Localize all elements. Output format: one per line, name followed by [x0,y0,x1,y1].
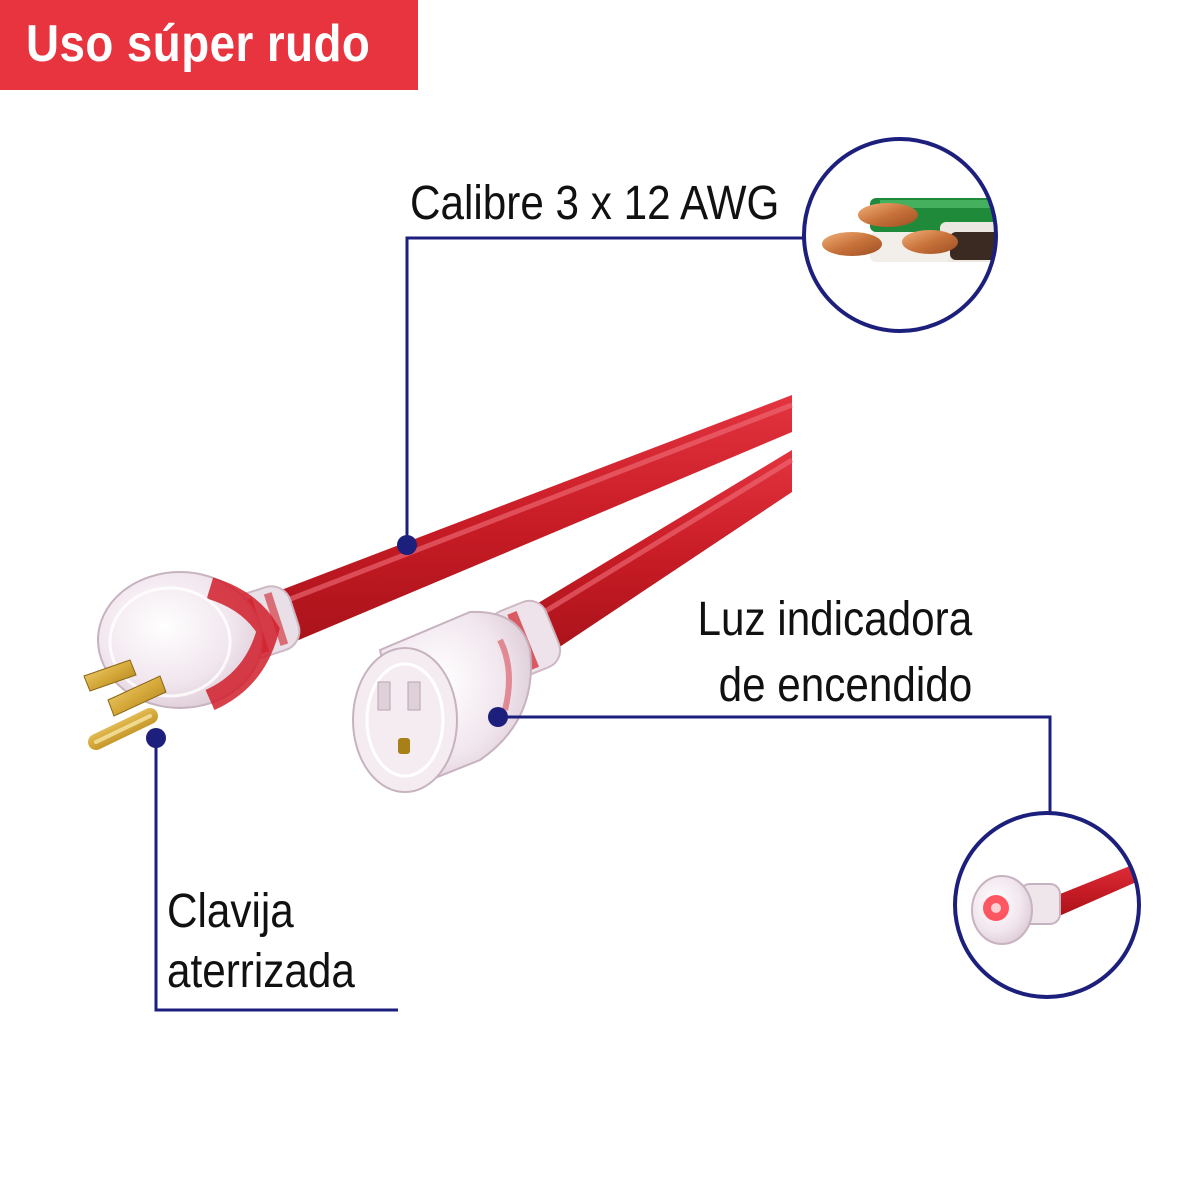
indicator-label-line2: de encendido [718,659,972,712]
gauge-leader-line [405,236,803,545]
badge-label: Uso súper rudo [26,15,371,73]
heavy-duty-badge: Uso súper rudo [0,0,418,90]
indicator-marker-dot [488,707,508,727]
wire-gauge-inset [802,137,998,333]
gauge-label: Calibre 3 x 12 AWG [410,177,780,230]
plug-prongs [83,659,167,750]
plug-marker-dot [146,728,166,748]
gauge-marker-dot [397,535,417,555]
plug-label-line2: aterrizada [167,945,355,998]
plug-label-line1: Clavija [167,885,294,938]
leader-lines [154,236,1052,1012]
indicator-light-inset [953,811,1141,999]
plug-leader-line [154,738,398,1012]
indicator-label-line1: Luz indicadora [697,593,972,646]
lower-cord [510,450,794,660]
grounded-plug [83,571,301,750]
upper-cord [255,395,793,650]
indicator-leader-line [498,715,1052,812]
female-connector [352,599,562,793]
